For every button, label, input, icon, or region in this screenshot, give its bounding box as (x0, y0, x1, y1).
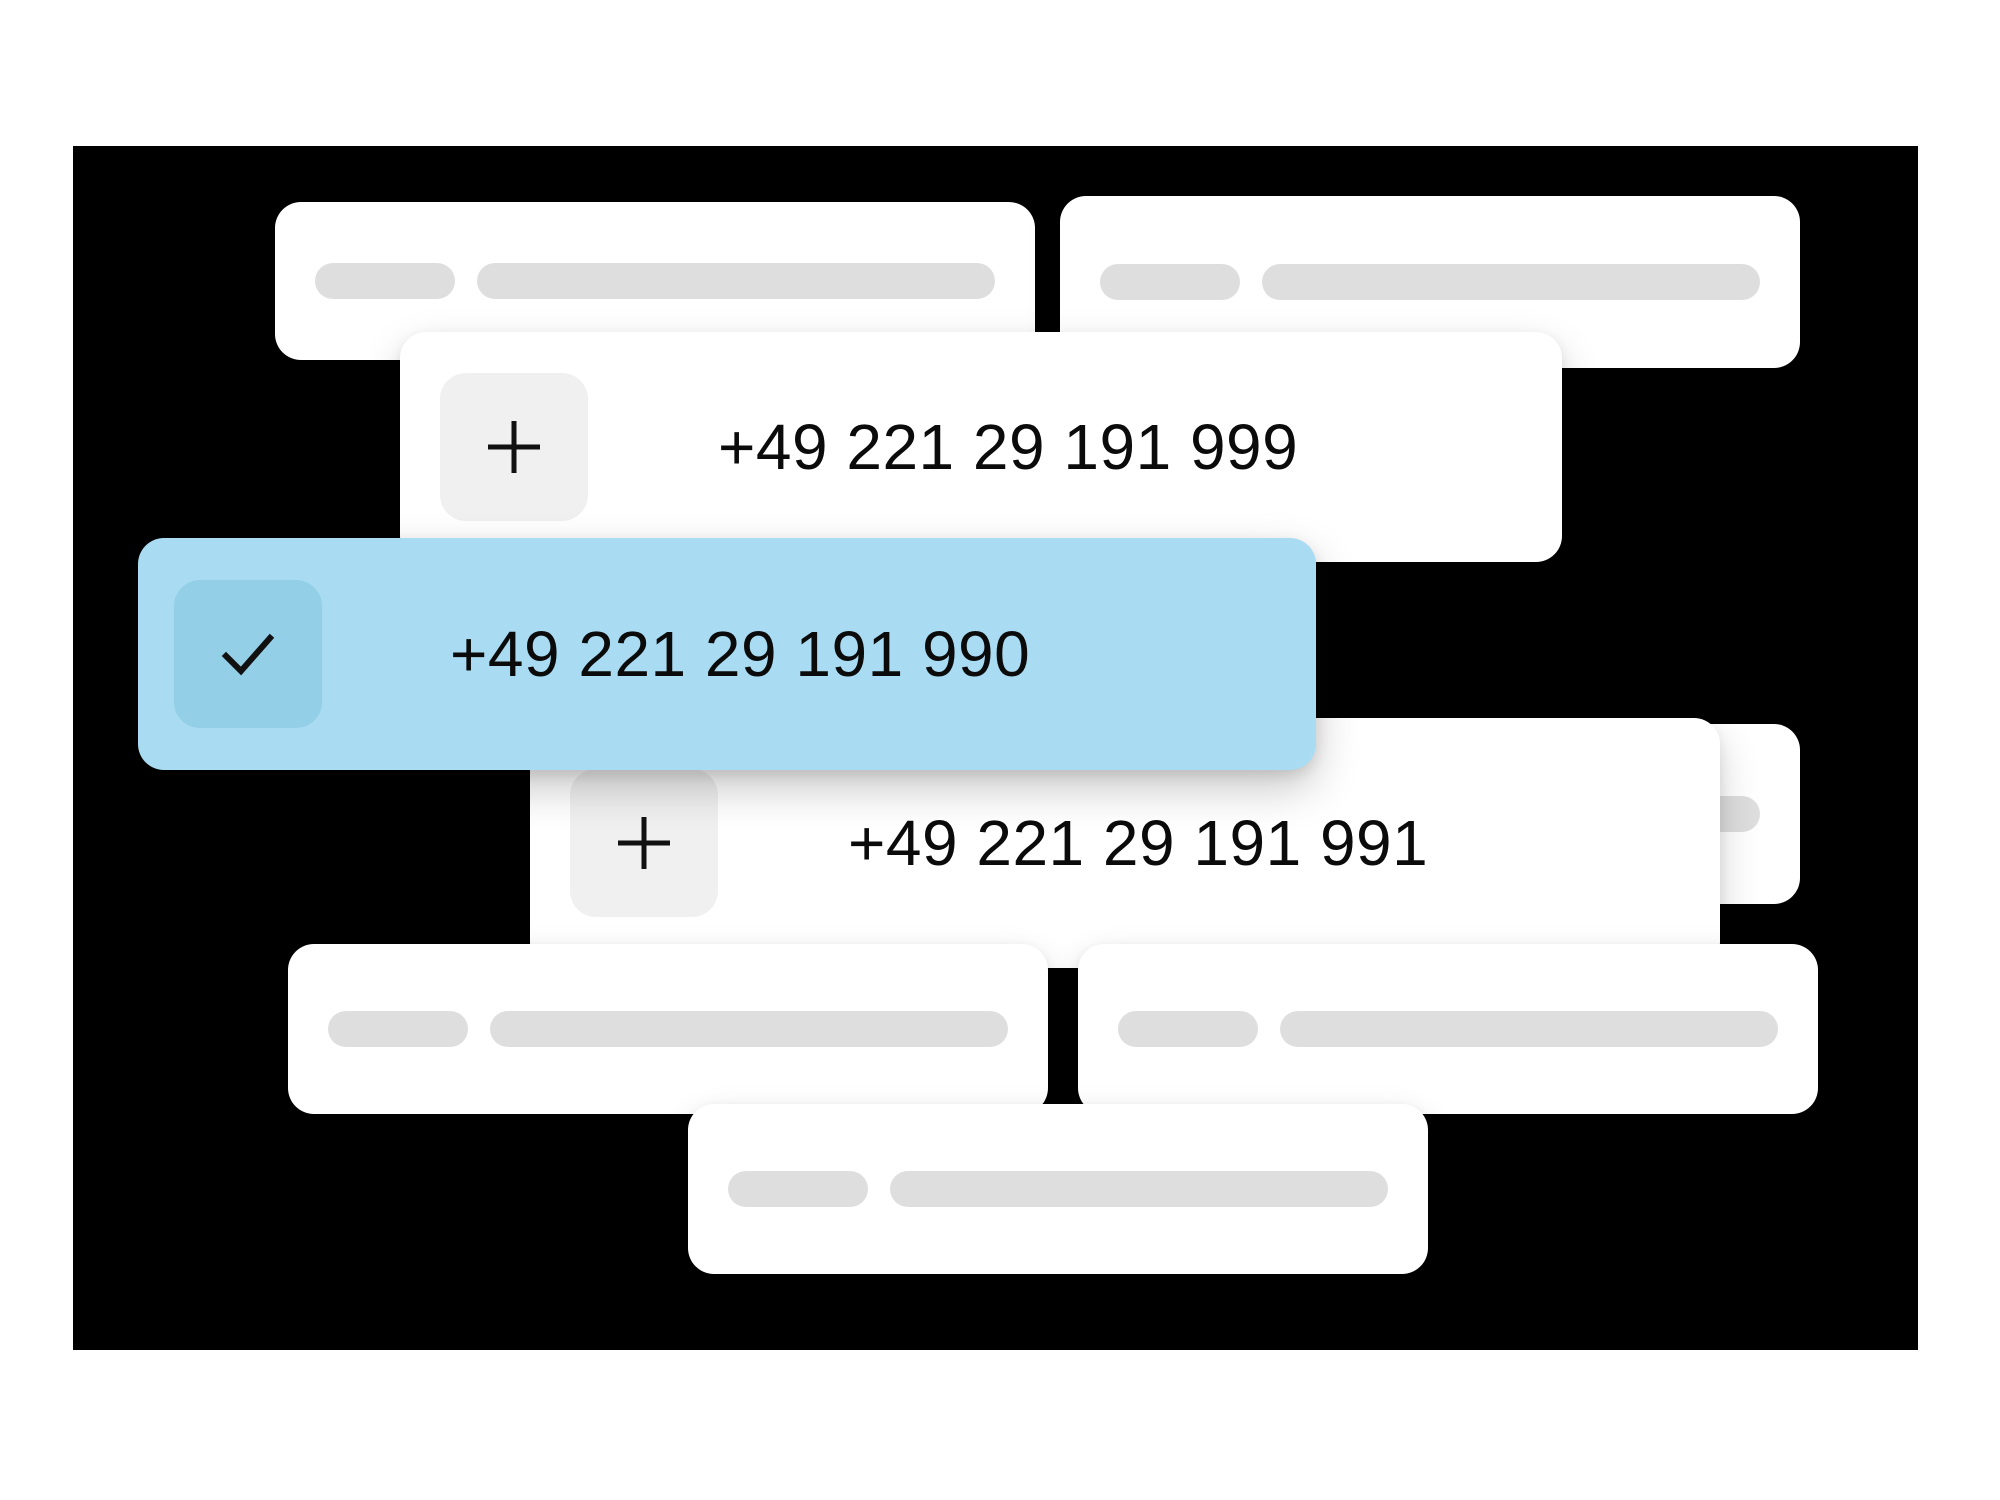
add-number-button[interactable] (570, 769, 718, 917)
skeleton-bar-short (315, 263, 455, 299)
skeleton-bar-short (1100, 264, 1240, 300)
skeleton-bar-long (1280, 1011, 1778, 1047)
skeleton-card-bottom-left (288, 944, 1048, 1114)
skeleton-bar-short (328, 1011, 468, 1047)
number-label: +49 221 29 191 999 (718, 411, 1299, 483)
selected-number-checkbox[interactable] (174, 580, 322, 728)
skeleton-card-bottom-center (688, 1104, 1428, 1274)
add-number-button[interactable] (440, 373, 588, 521)
check-icon (221, 633, 275, 676)
skeleton-bar-short (728, 1171, 868, 1207)
skeleton-bar-short (1118, 1011, 1258, 1047)
number-label: +49 221 29 191 991 (848, 807, 1429, 879)
skeleton-bar-long (1262, 264, 1760, 300)
skeleton-card-bottom-right (1078, 944, 1818, 1114)
number-row-990[interactable]: +49 221 29 191 990 (138, 538, 1316, 770)
skeleton-bar-long (477, 263, 995, 299)
plus-icon (488, 421, 540, 473)
skeleton-bar-long (890, 1171, 1388, 1207)
number-row-999[interactable]: +49 221 29 191 999 (400, 332, 1562, 562)
skeleton-bar-long (490, 1011, 1008, 1047)
number-label: +49 221 29 191 990 (450, 618, 1031, 690)
plus-icon (618, 817, 670, 869)
